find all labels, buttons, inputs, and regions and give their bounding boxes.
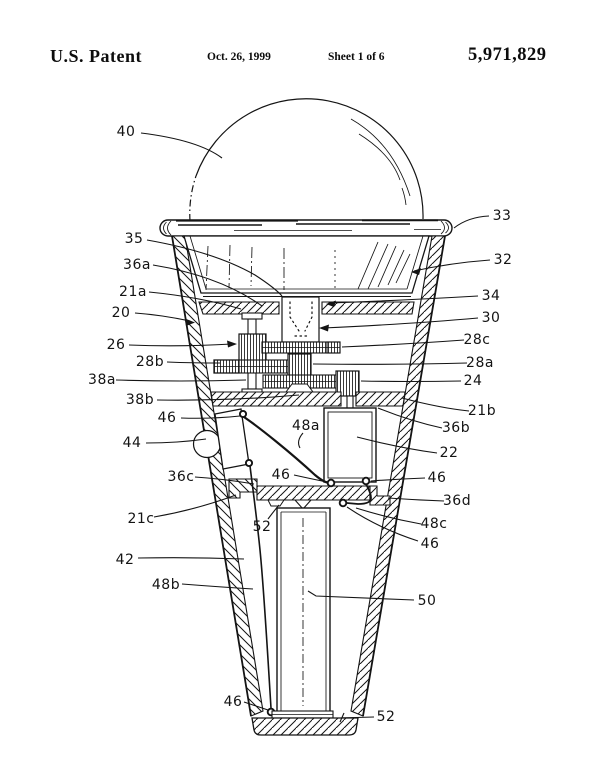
ref-label-48c: 48c bbox=[420, 516, 447, 532]
shaft-housing bbox=[281, 296, 320, 343]
ref-label-22: 22 bbox=[440, 445, 459, 461]
ref-label-24: 24 bbox=[464, 373, 483, 389]
ref-label-36c: 36c bbox=[167, 469, 194, 485]
wall-step-36d bbox=[369, 485, 391, 506]
ref-label-21c: 21c bbox=[127, 511, 154, 527]
ref-label-48b: 48b bbox=[152, 577, 180, 593]
ref-label-46-low: 46 bbox=[421, 536, 440, 552]
ref-label-52-mid: 52 bbox=[253, 519, 272, 535]
base bbox=[251, 717, 359, 736]
ref-label-46-mid: 46 bbox=[272, 467, 291, 483]
ref-label-28c: 28c bbox=[463, 332, 490, 348]
ref-label-21b: 21b bbox=[468, 403, 496, 419]
motor bbox=[323, 407, 377, 483]
rim bbox=[159, 219, 453, 237]
bottom-plate bbox=[271, 710, 334, 719]
contact-under-platform bbox=[338, 498, 348, 508]
ref-label-36d: 36d bbox=[443, 493, 471, 509]
contacts bbox=[238, 409, 371, 717]
gear-train bbox=[213, 312, 360, 410]
patent-header-date: Oct. 26, 1999 bbox=[207, 51, 271, 63]
ref-label-36a: 36a bbox=[123, 257, 151, 273]
motor-shaft bbox=[346, 395, 354, 410]
ref-label-44: 44 bbox=[123, 435, 142, 451]
ref-label-46-switch: 46 bbox=[158, 410, 177, 426]
cup bbox=[183, 235, 430, 297]
ref-label-46-right: 46 bbox=[428, 470, 447, 486]
ref-label-28b: 28b bbox=[136, 354, 164, 370]
ref-label-26: 26 bbox=[107, 337, 126, 353]
ref-label-52-bottom: 52 bbox=[377, 709, 396, 725]
ref-label-48a: 48a bbox=[292, 418, 320, 434]
cup-reflections bbox=[205, 241, 411, 291]
ref-label-40: 40 bbox=[117, 124, 136, 140]
patent-header-title: U.S. Patent bbox=[50, 46, 142, 66]
rack-28b bbox=[213, 359, 289, 374]
wire-48c bbox=[346, 483, 372, 505]
ref-label-38b: 38b bbox=[126, 392, 154, 408]
rack-28c bbox=[261, 341, 341, 354]
dome bbox=[189, 98, 424, 222]
lower-platform bbox=[210, 391, 406, 407]
ref-label-36b: 36b bbox=[442, 420, 470, 436]
ref-label-21a: 21a bbox=[119, 284, 147, 300]
switch bbox=[192, 408, 250, 470]
ref-label-38a: 38a bbox=[88, 372, 116, 388]
cone-right-wall bbox=[350, 235, 446, 717]
ref-label-35: 35 bbox=[125, 231, 144, 247]
patent-header-sheet: Sheet 1 of 6 bbox=[328, 51, 385, 63]
leader-lines bbox=[115, 132, 491, 723]
contact-motor-right bbox=[361, 476, 371, 486]
ref-label-34: 34 bbox=[482, 288, 501, 304]
ref-label-33: 33 bbox=[493, 208, 512, 224]
middle-platform bbox=[256, 485, 391, 510]
contact-switch-bottom bbox=[244, 458, 254, 468]
contact-motor-left bbox=[326, 478, 336, 488]
leader-arrowheads bbox=[185, 268, 421, 348]
cone-left-wall bbox=[171, 235, 264, 717]
platform-foot bbox=[267, 499, 285, 507]
ref-label-30: 30 bbox=[482, 310, 501, 326]
ref-label-42: 42 bbox=[116, 552, 135, 568]
upper-platform bbox=[198, 301, 415, 315]
patent-header-number: 5,971,829 bbox=[468, 45, 547, 65]
ref-label-20: 20 bbox=[112, 305, 131, 321]
ref-label-28a: 28a bbox=[466, 355, 494, 371]
switch-button bbox=[192, 429, 222, 459]
wire-48b bbox=[249, 465, 272, 709]
contact-switch-top bbox=[238, 409, 248, 419]
battery-tube bbox=[276, 507, 331, 713]
reference-labels: 40 33 35 36a 32 21a 34 20 30 26 28c 28b … bbox=[88, 124, 512, 725]
ref-label-50: 50 bbox=[418, 593, 437, 609]
dome-reflections bbox=[350, 118, 411, 206]
ref-label-46-bottom: 46 bbox=[224, 694, 243, 710]
ref-label-32: 32 bbox=[494, 252, 513, 268]
